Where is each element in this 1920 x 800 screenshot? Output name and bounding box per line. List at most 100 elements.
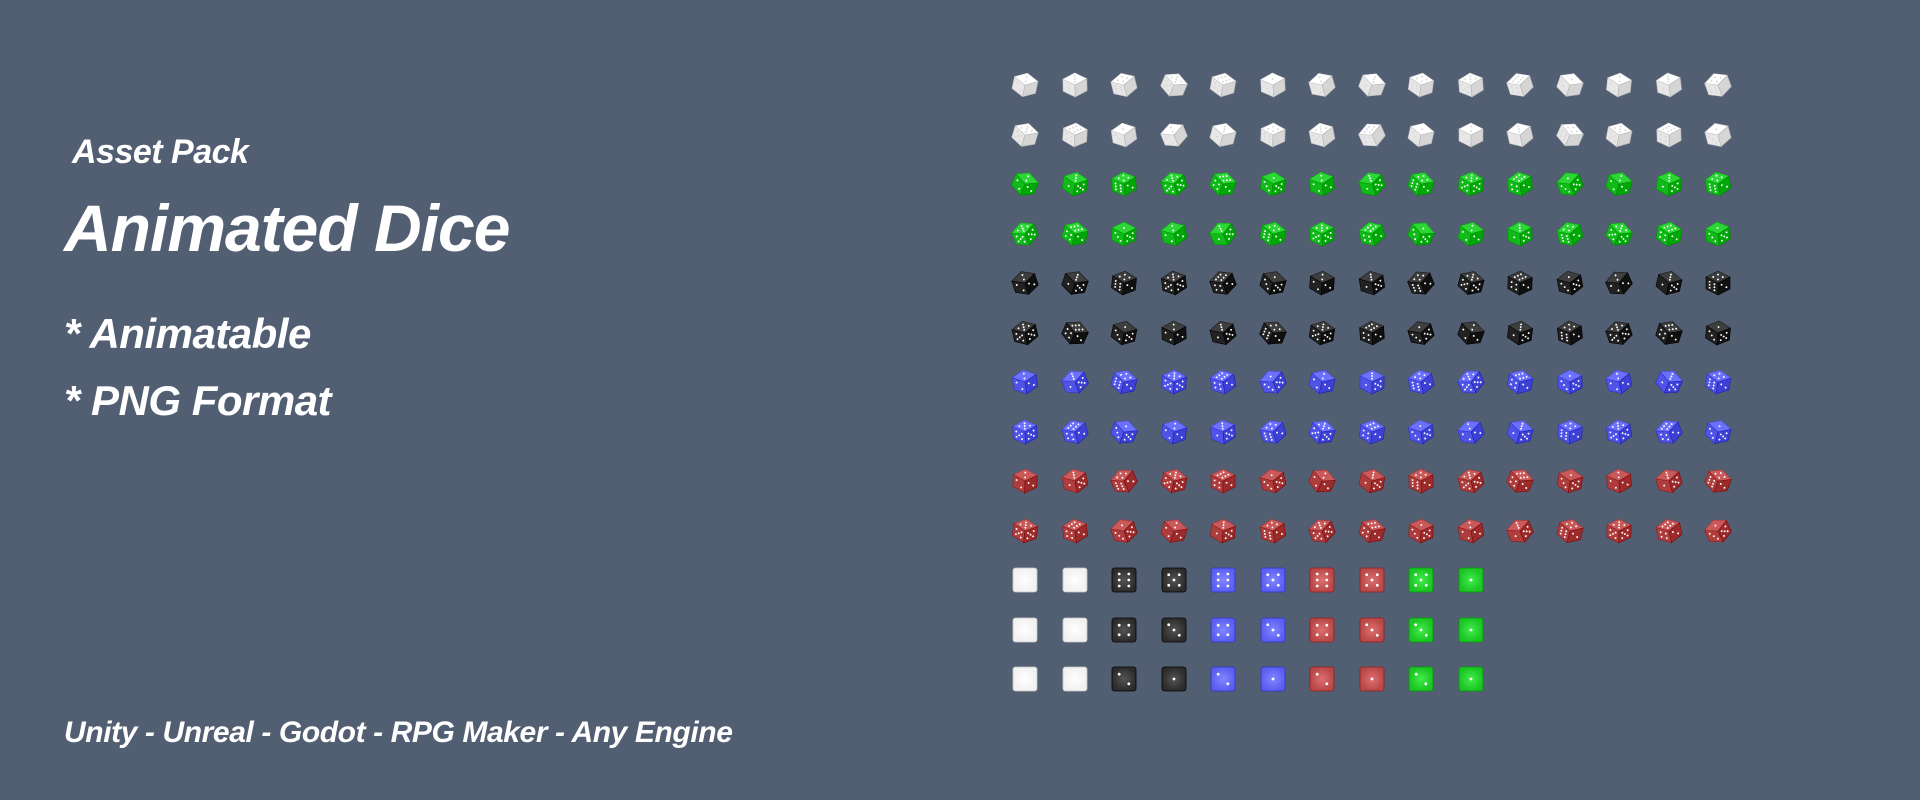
blue-die-sprite — [1456, 367, 1486, 397]
red-die-face-sprite — [1307, 565, 1337, 595]
green-die-sprite — [1258, 169, 1288, 199]
white-die-sprite — [1109, 70, 1139, 100]
blue-die-sprite — [1555, 367, 1585, 397]
black-die-sprite — [1258, 268, 1288, 298]
white-die-sprite — [1555, 120, 1585, 150]
green-die-sprite — [1307, 169, 1337, 199]
green-die-sprite — [1406, 219, 1436, 249]
blue-die-sprite — [1010, 367, 1040, 397]
white-die-sprite — [1159, 120, 1189, 150]
red-die-sprite — [1159, 466, 1189, 496]
red-die-sprite — [1456, 466, 1486, 496]
green-die-sprite — [1208, 169, 1238, 199]
black-die-sprite — [1357, 268, 1387, 298]
black-die-sprite — [1060, 268, 1090, 298]
white-die-sprite — [1654, 120, 1684, 150]
subtitle: Asset Pack — [72, 133, 249, 171]
red-die-sprite — [1604, 466, 1634, 496]
black-die-sprite — [1208, 268, 1238, 298]
blue-die-sprite — [1208, 417, 1238, 447]
feature-png-format: * PNG Format — [64, 377, 332, 424]
green-die-sprite — [1555, 169, 1585, 199]
red-die-sprite — [1258, 516, 1288, 546]
red-die-face-sprite — [1357, 615, 1387, 645]
red-die-sprite — [1654, 516, 1684, 546]
blue-die-sprite — [1307, 367, 1337, 397]
red-die-sprite — [1456, 516, 1486, 546]
red-die-sprite — [1604, 516, 1634, 546]
red-die-sprite — [1159, 516, 1189, 546]
green-die-face-sprite — [1456, 664, 1486, 694]
green-die-sprite — [1406, 169, 1436, 199]
black-die-sprite — [1604, 268, 1634, 298]
green-die-sprite — [1109, 169, 1139, 199]
white-die-sprite — [1703, 70, 1733, 100]
blue-die-sprite — [1109, 367, 1139, 397]
red-die-sprite — [1109, 516, 1139, 546]
red-die-sprite — [1060, 466, 1090, 496]
black-die-sprite — [1258, 318, 1288, 348]
white-die-face-sprite — [1060, 615, 1090, 645]
black-die-sprite — [1703, 268, 1733, 298]
white-die-sprite — [1406, 70, 1436, 100]
white-die-face-sprite — [1060, 664, 1090, 694]
white-die-sprite — [1060, 120, 1090, 150]
white-die-sprite — [1505, 120, 1535, 150]
white-die-sprite — [1208, 120, 1238, 150]
blue-die-sprite — [1555, 417, 1585, 447]
black-die-face-sprite — [1159, 615, 1189, 645]
black-die-sprite — [1604, 318, 1634, 348]
white-die-sprite — [1307, 120, 1337, 150]
green-die-sprite — [1456, 219, 1486, 249]
white-die-sprite — [1010, 120, 1040, 150]
blue-die-sprite — [1357, 417, 1387, 447]
white-die-sprite — [1010, 70, 1040, 100]
blue-die-sprite — [1456, 417, 1486, 447]
red-die-sprite — [1505, 516, 1535, 546]
green-die-sprite — [1357, 169, 1387, 199]
blue-die-sprite — [1357, 367, 1387, 397]
red-die-sprite — [1258, 466, 1288, 496]
blue-die-sprite — [1604, 417, 1634, 447]
black-die-sprite — [1159, 318, 1189, 348]
red-die-face-sprite — [1357, 565, 1387, 595]
white-die-sprite — [1109, 120, 1139, 150]
black-die-sprite — [1406, 318, 1436, 348]
green-die-sprite — [1010, 219, 1040, 249]
blue-die-sprite — [1159, 367, 1189, 397]
blue-die-sprite — [1208, 367, 1238, 397]
red-die-face-sprite — [1357, 664, 1387, 694]
red-die-sprite — [1010, 466, 1040, 496]
red-die-sprite — [1307, 466, 1337, 496]
blue-die-face-sprite — [1258, 615, 1288, 645]
red-die-sprite — [1307, 516, 1337, 546]
red-die-sprite — [1109, 466, 1139, 496]
red-die-sprite — [1555, 466, 1585, 496]
red-die-sprite — [1703, 516, 1733, 546]
white-die-sprite — [1307, 70, 1337, 100]
black-die-sprite — [1555, 268, 1585, 298]
blue-die-sprite — [1307, 417, 1337, 447]
blue-die-sprite — [1703, 417, 1733, 447]
engine-list: Unity - Unreal - Godot - RPG Maker - Any… — [64, 716, 733, 749]
blue-die-sprite — [1654, 367, 1684, 397]
red-die-sprite — [1208, 516, 1238, 546]
blue-die-sprite — [1258, 417, 1288, 447]
white-die-sprite — [1208, 70, 1238, 100]
blue-die-face-sprite — [1208, 664, 1238, 694]
black-die-sprite — [1010, 268, 1040, 298]
black-die-face-sprite — [1159, 565, 1189, 595]
black-die-sprite — [1357, 318, 1387, 348]
green-die-face-sprite — [1406, 615, 1436, 645]
white-die-face-sprite — [1010, 664, 1040, 694]
blue-die-sprite — [1406, 367, 1436, 397]
green-die-sprite — [1703, 219, 1733, 249]
black-die-sprite — [1010, 318, 1040, 348]
blue-die-sprite — [1654, 417, 1684, 447]
black-die-sprite — [1505, 318, 1535, 348]
red-die-face-sprite — [1307, 664, 1337, 694]
green-die-face-sprite — [1406, 565, 1436, 595]
red-die-sprite — [1060, 516, 1090, 546]
black-die-sprite — [1109, 268, 1139, 298]
blue-die-sprite — [1258, 367, 1288, 397]
